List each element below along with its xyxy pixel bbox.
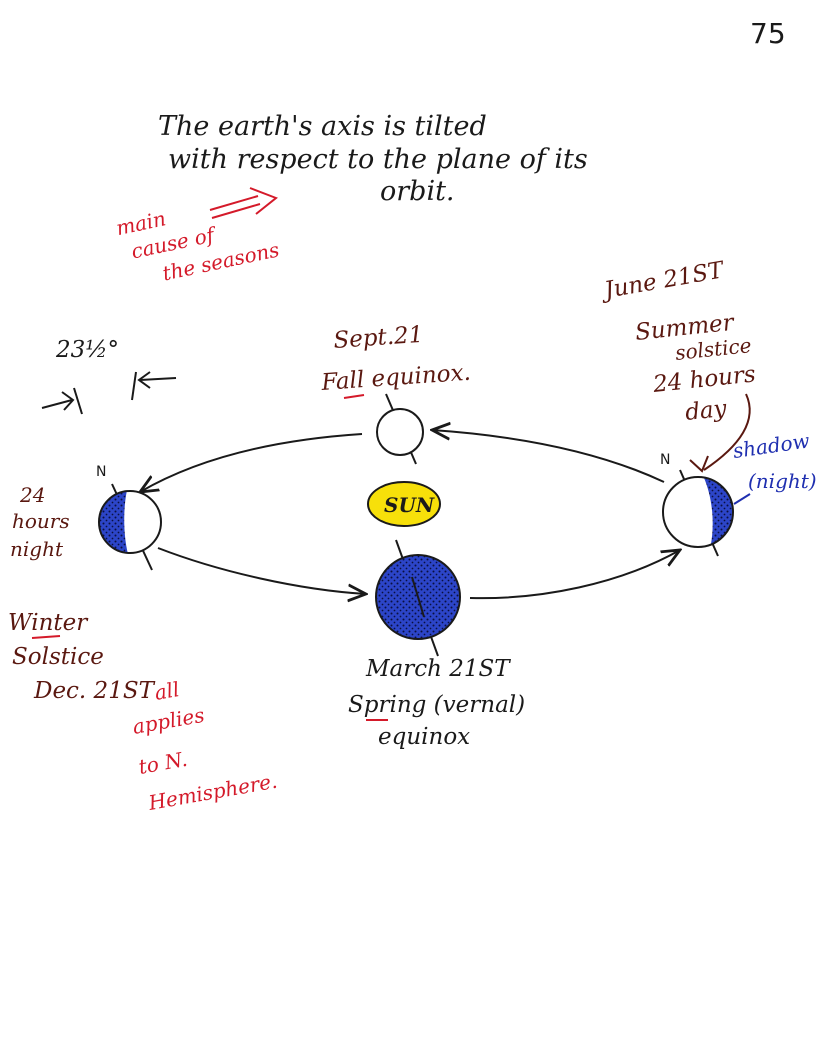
summer-note-2: day — [684, 396, 729, 426]
summer-date: June 21ST — [599, 257, 727, 304]
sun: SUN — [367, 481, 441, 527]
main-cause-arrow — [209, 187, 278, 219]
summer-note-pointer — [703, 393, 751, 471]
orbit-arrow-winter-to-spring — [157, 547, 366, 594]
winter-name-1: Winter — [8, 610, 89, 636]
earth-spring-equinox — [375, 539, 461, 657]
winter-note-group: 24 hours night — [10, 483, 70, 561]
title-block: The earth's axis is tilted with respect … — [158, 111, 588, 207]
title-line-3: orbit. — [380, 176, 455, 207]
orbit-arrow-fall-to-winter — [140, 433, 363, 492]
sun-label: SUN — [384, 493, 435, 517]
orbit-arrow-summer-to-fall — [432, 430, 665, 483]
applies-note-4: Hemisphere. — [146, 769, 279, 815]
applies-note-1: all — [153, 677, 182, 705]
winter-north-label: N — [96, 464, 106, 480]
main-cause-annotation: main cause of the seasons — [114, 206, 281, 285]
orbit-arrow-spring-to-summer — [469, 550, 680, 600]
page-number: 75 — [750, 17, 786, 50]
summer-north-label: N — [660, 452, 670, 468]
tilt-angle-label: 23½° — [55, 337, 119, 363]
winter-note-3: night — [10, 537, 64, 561]
winter-note-2: hours — [12, 509, 70, 533]
fall-label-group: Sept.21 Fall equinox. — [320, 322, 472, 399]
spring-label-group: March 21ST Spring (vernal) equinox — [348, 656, 525, 750]
shadow-label-2: (night) — [748, 469, 817, 493]
tilt-angle-group: 23½° — [41, 337, 177, 415]
orbit — [140, 430, 680, 598]
spring-name: Spring (vernal) — [348, 692, 525, 718]
fall-name: Fall equinox. — [320, 360, 472, 396]
winter-date: Dec. 21ST — [33, 678, 156, 704]
spring-name-line-2: equinox — [378, 724, 470, 750]
earth-winter-solstice: N — [96, 464, 162, 571]
shadow-pointer — [733, 493, 751, 505]
earth-fall-equinox — [376, 393, 424, 465]
earth-summer-solstice: N — [660, 452, 734, 557]
fall-date: Sept.21 — [333, 322, 425, 354]
title-line-1: The earth's axis is tilted — [158, 111, 487, 142]
winter-note-1: 24 — [19, 483, 45, 507]
applies-note-3: to N. — [137, 747, 189, 779]
winter-name-2: Solstice — [12, 644, 104, 670]
applies-note-2: applies — [131, 703, 206, 739]
title-line-2: with respect to the plane of its — [168, 144, 588, 175]
winter-label-group: Winter Solstice Dec. 21ST — [8, 610, 156, 704]
spring-date: March 21ST — [365, 656, 511, 682]
summer-note-1: 24 hours — [651, 361, 757, 398]
shadow-label-group: shadow (night) — [731, 428, 817, 505]
